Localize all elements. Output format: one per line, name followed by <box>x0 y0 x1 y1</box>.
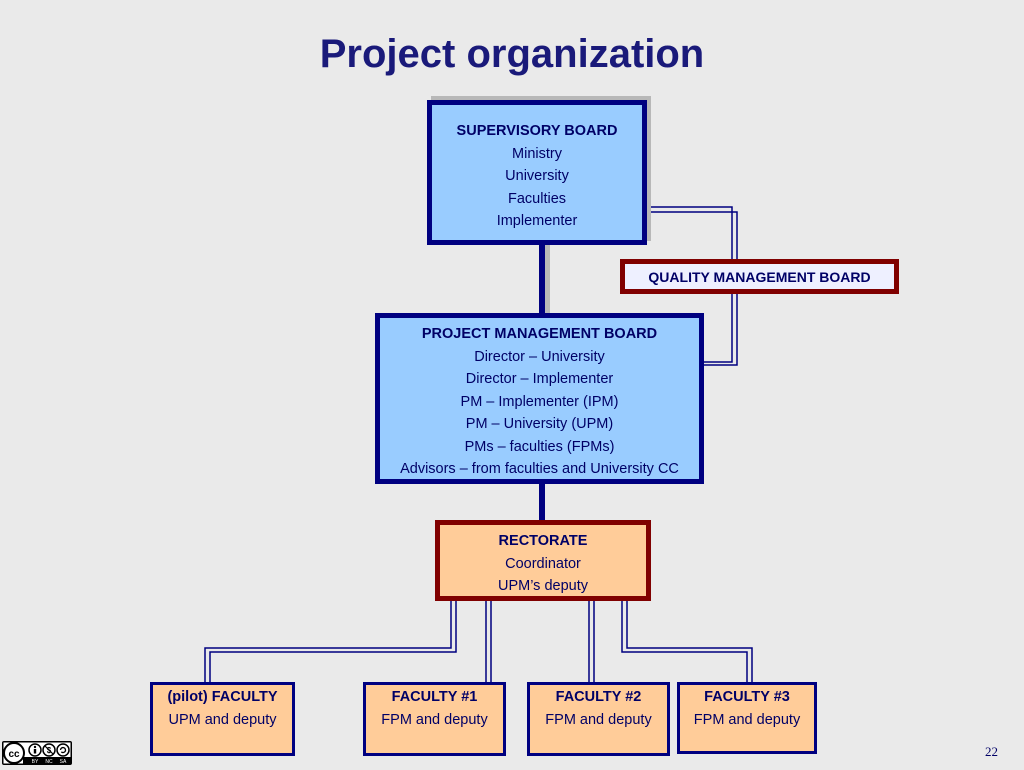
faculty-1: FACULTY #1 FPM and deputy <box>363 682 506 756</box>
project-management-board: PROJECT MANAGEMENT BOARD Director – Univ… <box>375 313 704 484</box>
pmb-member: Director – Implementer <box>465 371 614 387</box>
creative-commons-icons: cc $ BY NC SA <box>2 741 72 765</box>
quality-management-board-heading: QUALITY MANAGEMENT BOARD <box>648 269 871 285</box>
faculty-heading: FACULTY #3 <box>704 689 790 705</box>
supervisory-board: SUPERVISORY BOARD Ministry University Fa… <box>427 100 647 245</box>
pmb-member: PM – University (UPM) <box>465 416 614 432</box>
faculty-heading: FACULTY #1 <box>391 689 478 705</box>
supervisory-to-pmb-line <box>539 240 545 318</box>
rectorate-member: Coordinator <box>505 555 581 572</box>
page-number: 22 <box>985 744 998 759</box>
pmb-member: PMs – faculties (FPMs) <box>464 438 615 455</box>
quality-management-board: QUALITY MANAGEMENT BOARD <box>620 259 899 294</box>
faculty-3: FACULTY #3 FPM and deputy <box>677 682 817 754</box>
supervisory-member: Faculties <box>507 190 567 207</box>
faculty-heading: (pilot) FACULTY <box>167 689 278 705</box>
rectorate: RECTORATE Coordinator UPM’s deputy <box>435 520 651 601</box>
nc-icon: $ <box>42 743 56 757</box>
project-management-board-heading: PROJECT MANAGEMENT BOARD <box>421 326 658 342</box>
faculty-pilot: (pilot) FACULTY UPM and deputy <box>150 682 295 756</box>
faculty-connectors <box>204 598 753 684</box>
by-icon <box>28 743 42 757</box>
by-label: BY <box>32 759 39 765</box>
nc-label: NC <box>45 759 53 765</box>
faculty-detail: FPM and deputy <box>693 711 801 728</box>
cc-icon: cc <box>3 742 25 764</box>
faculty-heading: FACULTY #2 <box>555 689 642 705</box>
supervisory-member: University <box>505 168 569 184</box>
rectorate-member: UPM’s deputy <box>498 578 588 594</box>
rectorate-heading: RECTORATE <box>498 533 588 549</box>
sa-label: SA <box>60 759 67 765</box>
creative-commons-badge[interactable]: cc $ BY NC SA <box>2 741 72 765</box>
faculty-detail: FPM and deputy <box>381 711 488 728</box>
faculty-2: FACULTY #2 FPM and deputy <box>527 682 670 756</box>
supervisory-member: Implementer <box>496 213 578 229</box>
faculty-detail: UPM and deputy <box>168 711 277 728</box>
svg-text:cc: cc <box>8 749 20 760</box>
slide-title: Project organization <box>319 32 705 76</box>
supervisory-member: Ministry <box>512 145 562 162</box>
pmb-member: Director – University <box>474 348 605 365</box>
supervisory-board-heading: SUPERVISORY BOARD <box>456 123 618 139</box>
pmb-member: Advisors – from faculties and University… <box>400 461 679 477</box>
pmb-to-rectorate-line <box>539 481 545 525</box>
sa-icon <box>56 743 70 757</box>
faculty-detail: FPM and deputy <box>545 711 652 728</box>
supervisory-shadow-connector <box>544 240 550 316</box>
pmb-member: PM – Implementer (IPM) <box>460 393 619 410</box>
